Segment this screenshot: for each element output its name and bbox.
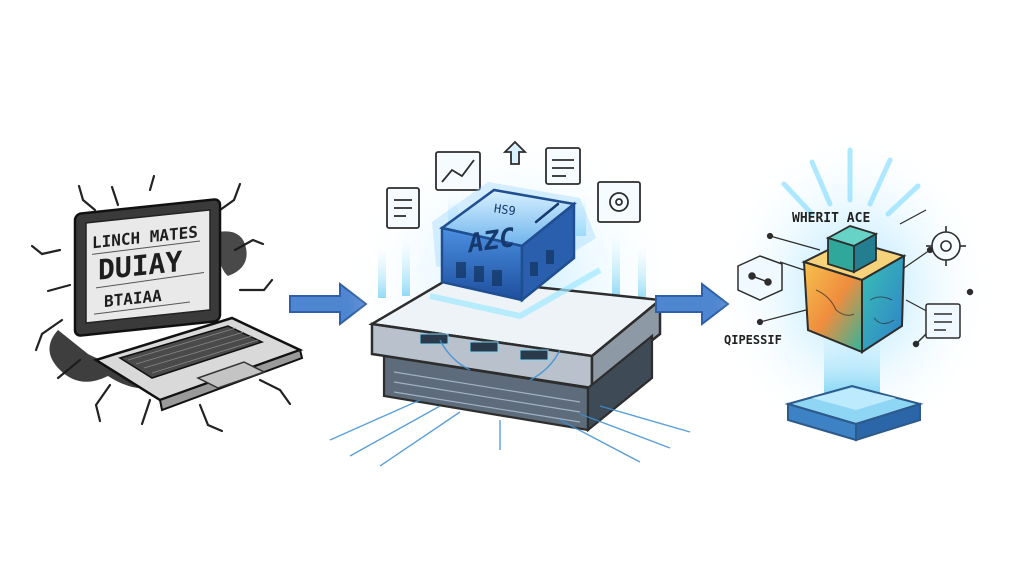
circuit-lines [329,339,691,467]
core-label: AZC [464,223,517,260]
insight-cube [801,225,907,354]
pedestal [784,330,924,442]
settings-panel-icon [912,288,974,348]
top-block [825,225,879,274]
gear-icon [926,226,966,266]
gear-frame-icon [597,181,641,223]
arrow-2 [655,281,730,327]
laptop-screen [85,209,211,324]
pen-stroke [534,202,560,224]
ai-core-cube: AZC HS9 [429,182,602,320]
core-side-label: HS9 [493,201,516,218]
messy-laptop-stage: LINCH MATES DUIAY BTAIAA [30,174,304,433]
core-glow-ring [429,267,602,320]
ai-processor-stage: AZC HS9 [329,130,691,467]
ink-splatter-right [217,231,247,276]
insight-side-label: QIPESSIF [724,333,782,347]
floating-icons [386,140,641,229]
insight-top-label: WHERIT ACE [792,211,870,226]
upward-beams [378,196,646,300]
arrow-right-icon [655,281,730,327]
laptop: LINCH MATES DUIAY BTAIAA [73,198,222,337]
touchpad [196,361,266,389]
image-icon [545,147,581,185]
chart-icon [435,151,481,191]
processor-base [368,276,664,433]
document-icon [386,187,420,229]
screen-scribbles [91,240,205,315]
network-icon [737,255,783,301]
laptop-keyboard-base [93,316,304,412]
insight-cube-stage: WHERIT ACE QIPESSIF [715,130,995,450]
upload-arrow-icon [502,140,528,165]
light-rays [781,147,921,217]
